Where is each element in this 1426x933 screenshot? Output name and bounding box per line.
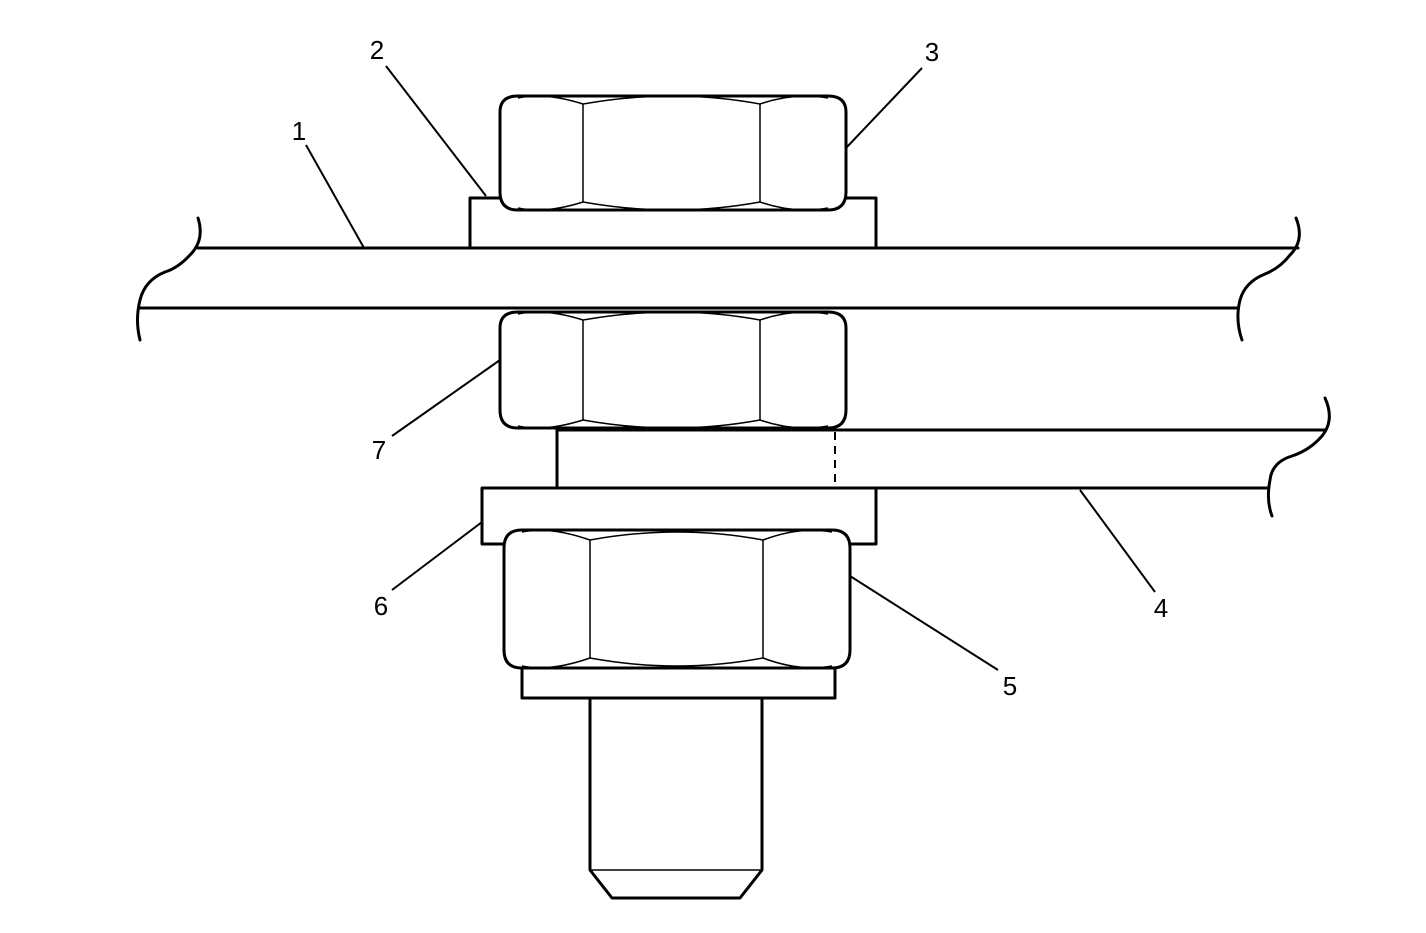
leader-4 xyxy=(1079,489,1156,593)
nut-flange xyxy=(520,666,837,700)
callout-1: 1 xyxy=(292,116,306,146)
leader-5 xyxy=(849,575,999,671)
callout-3: 3 xyxy=(925,37,939,67)
callout-labels: 1 2 3 4 5 6 7 xyxy=(292,35,1168,701)
callout-5: 5 xyxy=(1003,671,1017,701)
leader-lines xyxy=(305,65,1156,671)
bolt-stud xyxy=(588,696,764,900)
callout-6: 6 xyxy=(374,591,388,621)
callout-4: 4 xyxy=(1154,593,1168,623)
callout-2: 2 xyxy=(370,35,384,65)
leader-2 xyxy=(385,65,487,197)
lower-bracket xyxy=(555,396,1331,518)
top-nut xyxy=(498,94,848,212)
leader-6 xyxy=(391,521,483,591)
leader-7 xyxy=(391,359,501,437)
leader-1 xyxy=(305,144,365,249)
callout-7: 7 xyxy=(372,435,386,465)
bottom-nut xyxy=(502,528,852,670)
middle-nut xyxy=(498,310,848,430)
leader-3 xyxy=(845,67,923,149)
